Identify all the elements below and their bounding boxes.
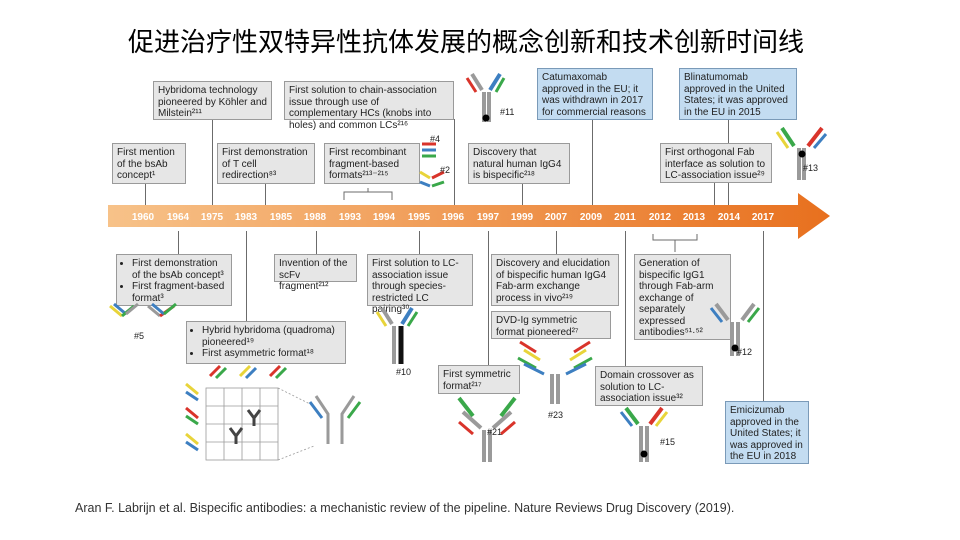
event-item: First asymmetric format¹⁸: [202, 348, 341, 360]
quadroma-grid-diagram: [204, 386, 384, 466]
event-box-bsab-demonstration: First demonstration of the bsAb concept³…: [116, 254, 232, 306]
antibody-format-icon: [620, 404, 668, 466]
year-label: 2012: [649, 212, 671, 223]
event-box-scfv: Invention of the scFv fragment²¹²: [274, 254, 357, 282]
antibody-format-icon: [108, 302, 178, 330]
antibody-format-icon: [776, 124, 828, 186]
format-label: #4: [430, 134, 440, 144]
format-label: #21: [487, 427, 502, 437]
connector-line: [522, 184, 523, 205]
year-label: 1964: [167, 212, 189, 223]
connector-line: [488, 231, 489, 365]
connector-line: [178, 231, 179, 254]
antibody-format-icon: [516, 338, 594, 408]
event-item: Hybrid hybridoma (quadroma) pioneered¹⁹: [202, 325, 341, 348]
format-label: #5: [134, 331, 144, 341]
year-label: 1999: [511, 212, 533, 223]
connector-line: [714, 182, 715, 205]
event-box-dvd-ig: DVD-Ig symmetric format pioneered²⁷: [491, 311, 611, 339]
year-label: 2013: [683, 212, 705, 223]
bracket: [343, 188, 395, 202]
year-label: 2014: [718, 212, 740, 223]
connector-line: [145, 184, 146, 205]
antibody-format-icon: [710, 300, 760, 362]
connector-line: [419, 231, 420, 254]
connector-line: [592, 119, 593, 205]
event-box-hybridoma: Hybridoma technology pioneered by Köhler…: [153, 81, 272, 120]
year-label: 2017: [752, 212, 774, 223]
connector-line: [265, 184, 266, 205]
connector-line: [246, 231, 247, 321]
event-box-orthogonal-fab: First orthogonal Fab interface as soluti…: [660, 143, 772, 183]
slide-title: 促进治疗性双特异性抗体发展的概念创新和技术创新时间线: [128, 22, 828, 59]
year-label: 2011: [614, 212, 636, 223]
format-label: #13: [803, 163, 818, 173]
connector-line: [625, 231, 626, 366]
year-label: 1960: [132, 212, 154, 223]
year-label: 2009: [580, 212, 602, 223]
format-label: #2: [440, 165, 450, 175]
connector-line: [316, 231, 317, 254]
antibody-format-icon: [466, 70, 506, 128]
event-box-fab-arm-exchange: Discovery and elucidation of bispecific …: [491, 254, 619, 306]
connector-line: [556, 231, 557, 254]
event-box-catumaxomab: Catumaxomab approved in the EU; it was w…: [537, 68, 653, 120]
connector-line: [454, 119, 455, 205]
citation: Aran F. Labrijn et al. Bispecific antibo…: [75, 501, 734, 515]
antibody-fragments-icon: [206, 362, 292, 382]
year-label: 1997: [477, 212, 499, 223]
event-box-t-cell-redirection: First demonstration of T cell redirectio…: [217, 143, 315, 184]
year-label: 1993: [339, 212, 361, 223]
connector-line: [212, 119, 213, 205]
year-label: 1995: [408, 212, 430, 223]
event-box-quadroma: Hybrid hybridoma (quadroma) pioneered¹⁹ …: [186, 321, 346, 364]
event-box-recombinant-fragments: First recombinant fragment-based formats…: [324, 143, 420, 184]
antibody-format-icon: [376, 304, 420, 368]
year-label: 1983: [235, 212, 257, 223]
year-label: 1996: [442, 212, 464, 223]
connector-line: [763, 231, 764, 401]
event-box-igg4-bispecific: Discovery that natural human IgG4 is bis…: [468, 143, 570, 184]
event-item: First demonstration of the bsAb concept³: [132, 258, 227, 281]
event-box-blinatumomab: Blinatumomab approved in the United Stat…: [679, 68, 797, 120]
event-box-knobs-into-holes: First solution to chain-association issu…: [284, 81, 454, 120]
event-box-species-restricted-lc: First solution to LC-association issue t…: [367, 254, 473, 306]
event-box-emicizumab: Emicizumab approved in the United States…: [725, 401, 809, 464]
event-box-bsab-concept: First mention of the bsAb concept¹: [112, 143, 186, 184]
bracket: [652, 232, 700, 252]
format-label: #23: [548, 410, 563, 420]
year-label: 1985: [270, 212, 292, 223]
event-box-domain-crossover: Domain crossover as solution to LC-assoc…: [595, 366, 703, 406]
year-label: 1988: [304, 212, 326, 223]
format-label: #11: [500, 107, 514, 117]
year-label: 1975: [201, 212, 223, 223]
format-label: #15: [660, 437, 675, 447]
event-box-first-symmetric: First symmetric format²¹⁷: [438, 365, 520, 394]
antibody-fragments-icon: [184, 378, 206, 468]
year-label: 2007: [545, 212, 567, 223]
event-item: First fragment-based format³: [132, 281, 227, 304]
format-label: #12: [737, 347, 752, 357]
year-label: 1994: [373, 212, 395, 223]
format-label: #10: [396, 367, 411, 377]
